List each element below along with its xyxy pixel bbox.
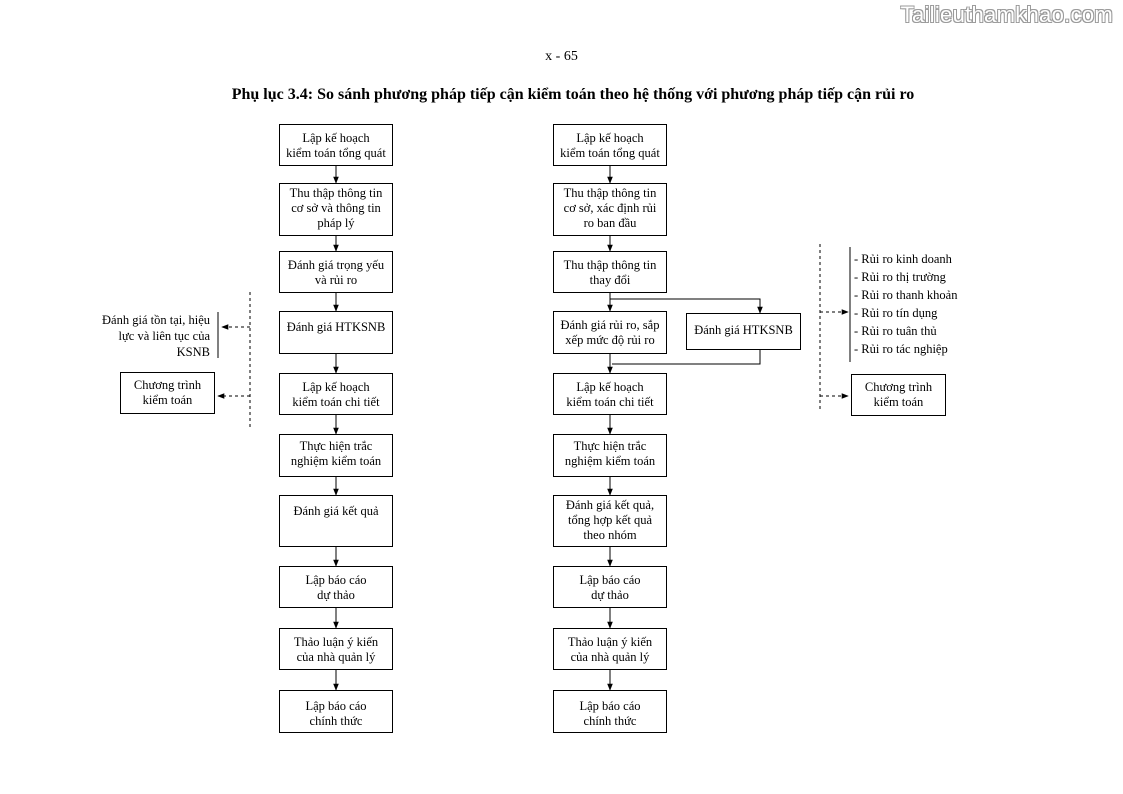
left-step-6: Thực hiện trắc nghiệm kiểm toán xyxy=(279,434,393,477)
left-step-9: Thảo luận ý kiến của nhà quản lý xyxy=(279,628,393,670)
right-step-2: Thu thập thông tin cơ sở, xác định rủi r… xyxy=(553,183,667,236)
left-step-8: Lập báo cáo dự thảo xyxy=(279,566,393,608)
left-step-7: Đánh giá kết quả xyxy=(279,495,393,547)
left-step-10: Lập báo cáo chính thức xyxy=(279,690,393,733)
left-step-5: Lập kế hoạch kiểm toán chi tiết xyxy=(279,373,393,415)
risk-type-item: - Rủi ro kinh doanh xyxy=(854,252,952,266)
right-step-10: Lập báo cáo chính thức xyxy=(553,690,667,733)
risk-type-item: - Rủi ro tín dụng xyxy=(854,306,938,320)
right-audit-program-box: Chương trình kiểm toán xyxy=(851,374,946,416)
page-title: Phụ lục 3.4: So sánh phương pháp tiếp cậ… xyxy=(231,86,915,103)
left-step-2: Thu thập thông tin cơ sở và thông tin ph… xyxy=(279,183,393,236)
risk-type-item: - Rủi ro thị trường xyxy=(854,270,946,284)
left-step-3: Đánh giá trọng yếu và rủi ro xyxy=(279,251,393,293)
left-audit-program-box: Chương trình kiểm toán xyxy=(120,372,215,414)
risk-type-item: - Rủi ro tuân thủ xyxy=(854,324,937,338)
page-number: x - 65 xyxy=(545,49,578,64)
right-step-9: Thảo luận ý kiến của nhà quản lý xyxy=(553,628,667,670)
left-step-4: Đánh giá HTKSNB xyxy=(279,311,393,354)
right-htksnb-box: Đánh giá HTKSNB xyxy=(686,313,801,350)
risk-type-item: - Rủi ro thanh khoản xyxy=(854,288,958,302)
risk-type-item: - Rủi ro tác nghiệp xyxy=(854,342,948,356)
left-step-1: Lập kế hoạch kiểm toán tổng quát xyxy=(279,124,393,166)
watermark: Tailieuthamkhao.com xyxy=(900,2,1113,27)
right-step-8: Lập báo cáo dự thảo xyxy=(553,566,667,608)
right-step-3: Thu thập thông tin thay đổi xyxy=(553,251,667,293)
right-step-5: Lập kế hoạch kiểm toán chi tiết xyxy=(553,373,667,415)
right-step-7: Đánh giá kết quả, tổng hợp kết quả theo … xyxy=(553,495,667,547)
branch-to-htksnb xyxy=(610,298,763,314)
branch-from-htksnb xyxy=(612,350,761,365)
ksnb-assessment-note: Đánh giá tồn tại, hiệu lực và liên tục c… xyxy=(102,313,210,359)
right-step-6: Thực hiện trắc nghiệm kiểm toán xyxy=(553,434,667,477)
risk-types-list: - Rủi ro kinh doanh - Rủi ro thị trường … xyxy=(854,250,957,358)
right-step-4: Đánh giá rủi ro, sắp xếp mức độ rủi ro xyxy=(553,311,667,354)
right-step-1: Lập kế hoạch kiểm toán tổng quát xyxy=(553,124,667,166)
